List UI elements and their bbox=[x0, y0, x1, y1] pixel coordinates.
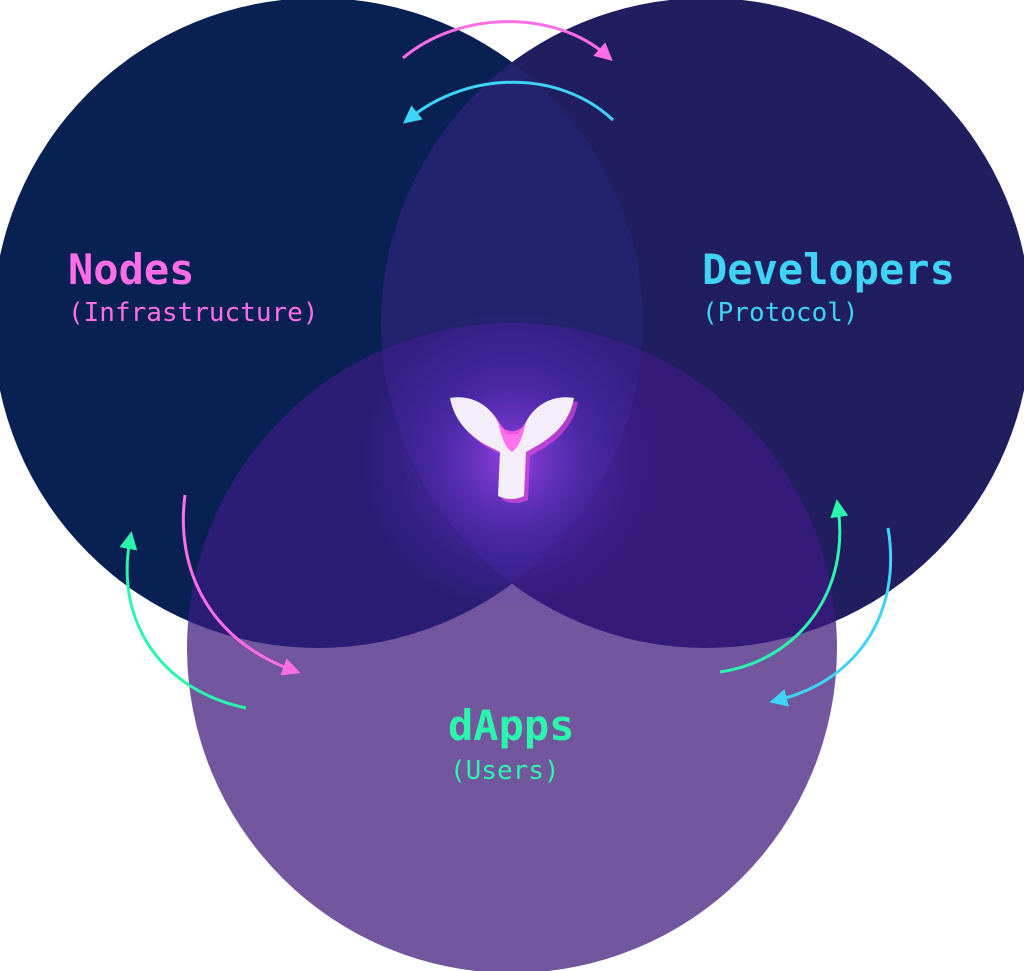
nodes-title: Nodes bbox=[68, 245, 195, 294]
arrow-developers-to-nodes bbox=[402, 80, 615, 124]
arrow-dapps-to-nodes bbox=[119, 531, 247, 710]
y-logo-icon bbox=[450, 397, 578, 503]
nodes-subtitle: (Infrastructure) bbox=[68, 298, 319, 328]
dapps-circle bbox=[187, 323, 837, 971]
dapps-subtitle: (Users) bbox=[450, 756, 560, 786]
developers-subtitle: (Protocol) bbox=[702, 298, 859, 328]
arrow-nodes-to-dapps bbox=[181, 494, 301, 676]
arrow-nodes-to-developers bbox=[402, 20, 613, 61]
developers-title: Developers bbox=[702, 245, 955, 294]
dapps-title: dApps bbox=[448, 701, 575, 750]
arrow-dapps-to-developers bbox=[719, 499, 849, 674]
arrow-developers-to-dapps bbox=[769, 527, 893, 707]
